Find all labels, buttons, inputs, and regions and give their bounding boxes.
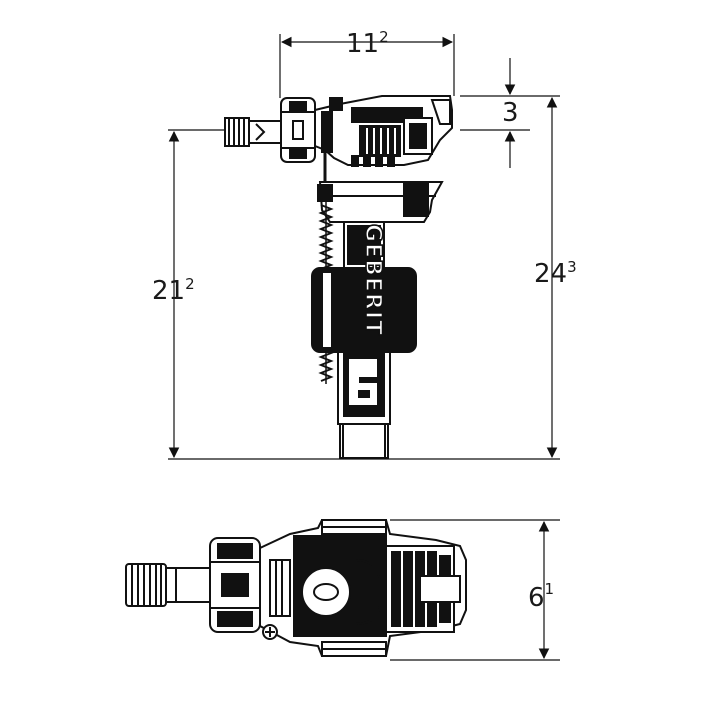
outlet-tube	[339, 423, 389, 459]
body-lower	[337, 351, 391, 425]
top-inlet	[125, 563, 211, 607]
top-union-nut	[209, 537, 261, 633]
body-upper	[343, 221, 385, 269]
dim-label-top-width: 112	[346, 28, 389, 59]
inlet-connector	[224, 117, 282, 147]
brand-label: GEBERIT	[360, 224, 385, 336]
valve-head	[314, 95, 453, 167]
body-sleeve	[311, 267, 417, 353]
side-dimensions	[168, 34, 560, 460]
dim-label-left-height: 212	[152, 275, 195, 306]
dim-label-bottom-depth: 61	[528, 580, 554, 613]
side-view: GEBERIT	[224, 95, 453, 459]
top-housing	[259, 519, 467, 657]
top-dimensions	[390, 519, 560, 661]
dim-label-right-height: 243	[534, 258, 577, 289]
top-view	[125, 519, 467, 657]
union-nut	[280, 97, 316, 163]
dim-label-top-offset: 3	[502, 98, 519, 128]
float-cup	[318, 181, 444, 223]
